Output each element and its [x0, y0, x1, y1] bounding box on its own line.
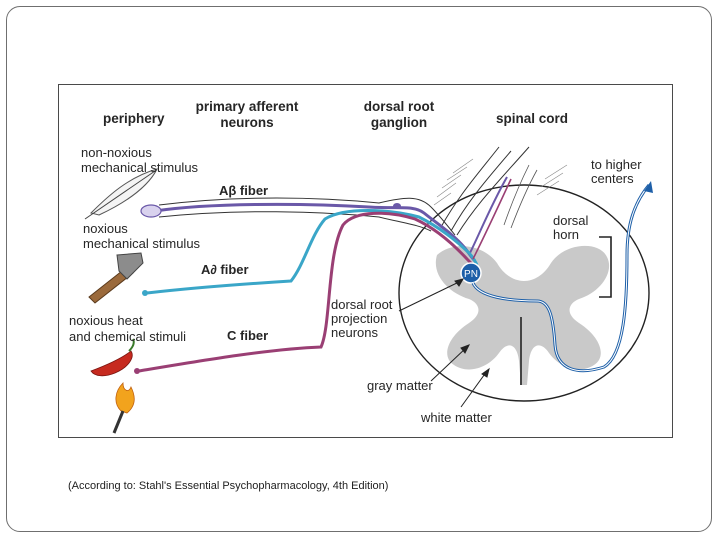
label-a-beta-fiber: Aβ fiber	[219, 183, 268, 198]
c-fiber-receptor	[134, 368, 140, 374]
header-drg-1: dorsal root	[364, 99, 435, 114]
figure-caption: (According to: Stahl's Essential Psychop…	[68, 480, 389, 492]
label-a-delta-fiber: A∂ fiber	[201, 262, 249, 277]
rootlet-lines	[503, 164, 538, 229]
feather-icon	[84, 168, 158, 220]
dorsal-root-bundle	[440, 146, 512, 232]
pointer-arrows	[398, 278, 490, 408]
nerve-sheath-lower	[158, 211, 432, 232]
label-noxious-mech-1: noxious	[83, 221, 128, 236]
label-projection-3: neurons	[331, 325, 378, 340]
projection-neuron-cell	[460, 262, 482, 284]
label-noxious-mech-2: mechanical stimulus	[83, 236, 201, 251]
a-delta-fiber-path	[146, 209, 479, 295]
label-to-higher-1: to higher	[591, 157, 642, 172]
a-beta-receptor	[140, 204, 162, 218]
header-drg-2: ganglion	[371, 115, 427, 130]
label-non-noxious-2: mechanical stimulus	[81, 160, 199, 175]
dorsal-root-bundle-outer	[456, 146, 530, 236]
header-primary-afferent-2: neurons	[220, 115, 273, 130]
label-non-noxious-1: non-noxious	[81, 145, 152, 160]
projection-tract-highlight	[472, 184, 650, 372]
header-periphery: periphery	[103, 111, 165, 126]
pain-pathway-diagram: periphery primary afferent neurons dorsa…	[69, 99, 653, 434]
gray-matter-shape	[435, 245, 610, 385]
a-beta-drg-cell	[393, 203, 401, 209]
a-delta-receptor	[142, 290, 148, 296]
nerve-sheath	[158, 197, 456, 236]
flame-icon	[112, 382, 135, 434]
label-dorsal-horn-1: dorsal	[553, 213, 589, 228]
label-pn: PN	[464, 269, 478, 280]
dorsal-horn-bracket	[599, 236, 612, 298]
label-noxious-heat-2: and chemical stimuli	[69, 329, 186, 344]
header-primary-afferent-1: primary afferent	[196, 99, 299, 114]
hammer-icon	[88, 252, 144, 304]
c-fiber-path	[138, 211, 478, 373]
ascending-arrowhead	[644, 181, 653, 193]
c-fiber-ascending	[472, 178, 512, 260]
dorsal-root-hatching	[433, 158, 568, 206]
label-dorsal-horn-2: horn	[553, 227, 579, 242]
pain-pathway-figure: periphery primary afferent neurons dorsa…	[58, 84, 673, 438]
label-c-fiber: C fiber	[227, 328, 268, 343]
label-noxious-heat-1: noxious heat	[69, 313, 143, 328]
chili-pepper-icon	[90, 338, 135, 377]
label-projection-1: dorsal root	[331, 297, 393, 312]
label-projection-2: projection	[331, 311, 387, 326]
label-white-matter: white matter	[420, 410, 492, 425]
label-gray-matter: gray matter	[367, 378, 433, 393]
a-beta-ascending	[468, 176, 508, 256]
header-spinal-cord: spinal cord	[496, 111, 568, 126]
label-to-higher-2: centers	[591, 171, 634, 186]
